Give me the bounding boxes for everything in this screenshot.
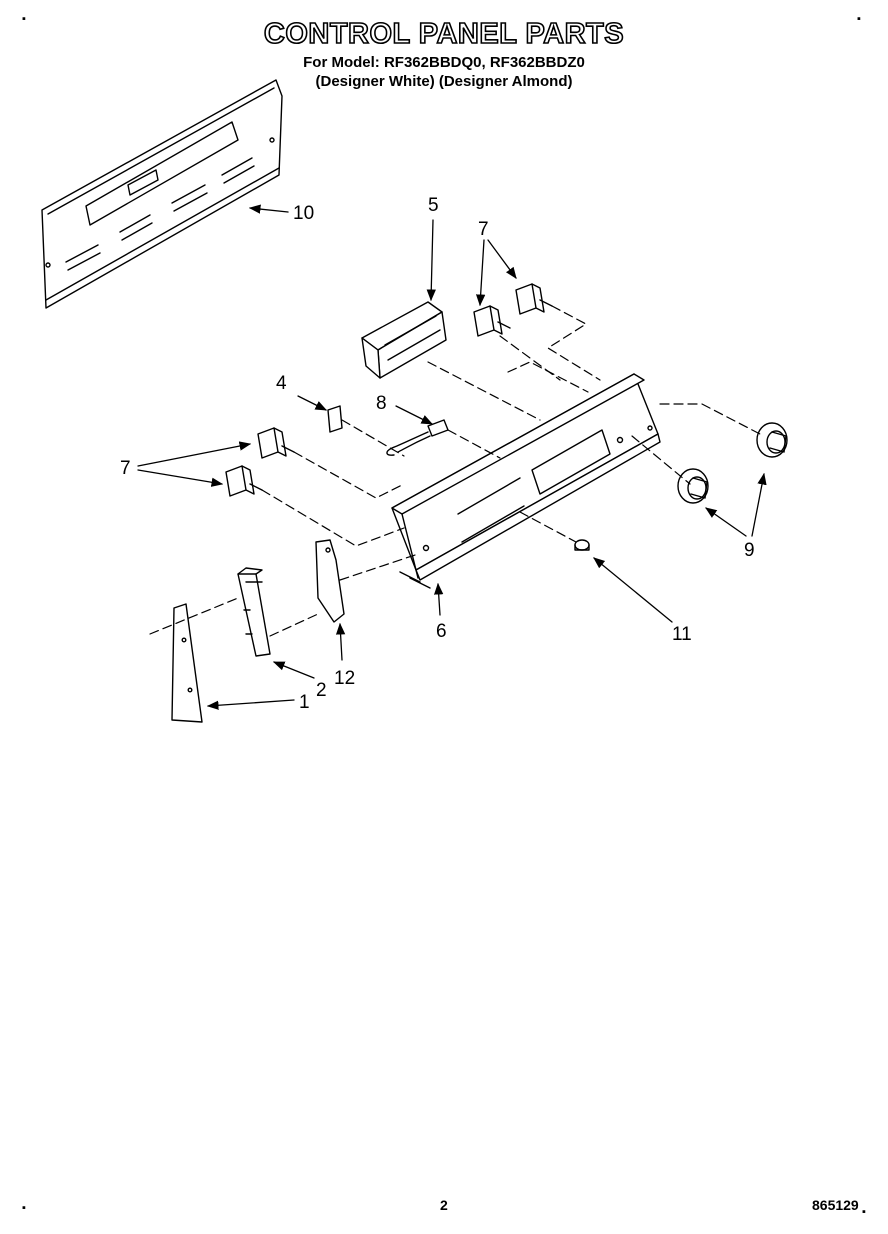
electronic-control-module [361, 301, 447, 379]
knob-left [677, 468, 709, 504]
callout-arrows [137, 204, 767, 710]
switch-left-1 [257, 427, 295, 459]
callout-7-left: 7 [120, 458, 131, 479]
corner-mark-bottom-right: ▪ [862, 1206, 866, 1218]
page-number: 2 [440, 1197, 448, 1213]
switch-upper-2 [515, 283, 553, 315]
callout-5: 5 [428, 195, 439, 216]
callout-4: 4 [276, 373, 287, 394]
color-line: (Designer White) (Designer Almond) [315, 73, 573, 90]
callout-9: 9 [744, 540, 755, 561]
control-panel-body [391, 373, 661, 589]
callout-10: 10 [293, 203, 314, 224]
corner-mark-top-left: ▪ [22, 13, 26, 25]
callout-8: 8 [376, 393, 387, 414]
callout-11: 11 [672, 624, 692, 645]
model-line: For Model: RF362BBDQ0, RF362BBDZ0 [303, 54, 585, 71]
switch-upper-1 [473, 305, 511, 337]
end-cap [237, 567, 271, 657]
page-title: CONTROL PANEL PARTS [263, 17, 625, 51]
wire-harness [386, 419, 449, 456]
callout-2: 2 [316, 680, 327, 701]
button-plug [574, 539, 590, 551]
callout-7-upper: 7 [478, 219, 489, 240]
switch-left-2 [225, 465, 263, 497]
assembly-lines [149, 305, 761, 637]
rear-console-panel [41, 79, 283, 309]
corner-mark-bottom-left: ▪ [22, 1202, 26, 1214]
side-bracket [315, 539, 345, 623]
corner-mark-top-right: ▪ [857, 13, 861, 25]
callout-6: 6 [436, 621, 447, 642]
document-number: 865129 [812, 1197, 859, 1213]
clip-part [327, 405, 343, 433]
callout-1: 1 [299, 692, 310, 713]
knob-right [756, 422, 788, 458]
end-trim [171, 603, 203, 723]
callout-12: 12 [334, 668, 355, 689]
